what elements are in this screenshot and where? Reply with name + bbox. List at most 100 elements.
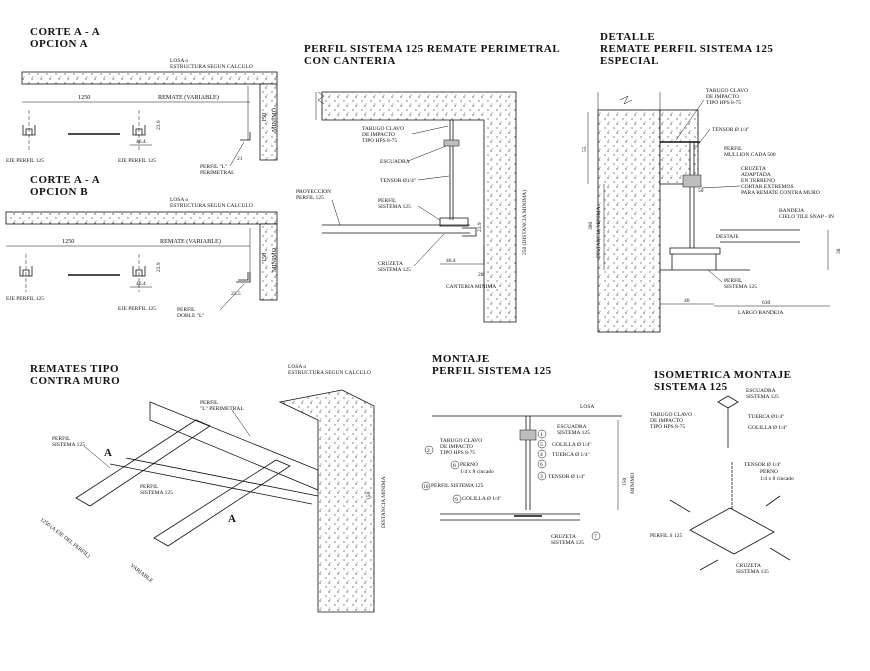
cruzeta-label: ADAPTADA: [741, 172, 771, 178]
dimension-1250: 1250: [62, 238, 74, 245]
callout-number: 5: [540, 442, 543, 448]
cortar-label: PARA REMATE CONTRA MURO: [741, 190, 820, 196]
leader-line: [331, 199, 341, 226]
dimension-55: 55: [582, 146, 588, 152]
dimension-46-4: 46.4: [136, 139, 146, 145]
losa-label: ESTRUCTURA SEGUN CALCULO: [170, 203, 253, 209]
tuerca-label: TUERCA Ø1/4": [748, 414, 784, 420]
break-line: [317, 91, 325, 105]
dimension-23-5: 23.5: [231, 291, 241, 297]
leader-line: [701, 185, 741, 189]
corte-b-title-line2: OPCION B: [30, 186, 88, 198]
eje-perfil-label: EJE PERFIL 125: [118, 158, 156, 164]
variable-label: VARIABLE: [129, 563, 155, 585]
wall-section: [597, 109, 661, 333]
eje-perfil-label: EJE PERFIL 125: [118, 306, 156, 312]
wall-section: [259, 83, 278, 161]
dimension-23-9: 23.9: [156, 262, 162, 272]
tarugo-label: TARUGO CLAVO: [362, 126, 404, 132]
dimension-150: 150: [261, 253, 268, 262]
eje-perfil-label: EJE PERFIL 125: [6, 296, 44, 302]
profile-arms: [669, 495, 791, 571]
perfil-label: SISTEMA 125: [724, 284, 757, 290]
perno-label: PERNO: [760, 469, 778, 475]
mullion-profile: [682, 174, 702, 188]
callout-number: 9: [455, 497, 458, 503]
perfil-l-label: PERFIL: [200, 400, 219, 406]
tuerca-label: TUERCA Ø 1/4": [552, 452, 590, 458]
perfil-label: SISTEMA 125: [378, 204, 411, 210]
perfil-label: PERFIL SISTEMA 125: [431, 483, 484, 489]
perfil-label: PERFIL S 125: [650, 533, 682, 539]
losa-label: LOSA o: [170, 58, 188, 64]
losa-label: LOSA o: [170, 197, 188, 203]
perno-label: PERNO: [460, 462, 478, 468]
tensor-label: TENSOR Ø 1/4": [712, 127, 749, 133]
dimension-21: 21: [237, 156, 243, 162]
montaje-title-line1: MONTAJE: [432, 353, 490, 365]
perfil-title-line1: PERFIL SISTEMA 125 REMATE PERIMETRAL: [304, 43, 560, 55]
tarugo-label: TARUGO CLAVO: [440, 438, 482, 444]
dimension-23-9: 23.9: [477, 222, 483, 232]
double-angle: [236, 272, 251, 283]
corte-a-opcion-a: CORTE A - A OPCION A LOSA o ESTRUCTURA S…: [6, 26, 278, 176]
dimension-50: 50: [698, 188, 704, 194]
remate-label: REMATE (VARIABLE): [158, 94, 219, 101]
cruzeta-label: CRUZETA: [741, 166, 766, 172]
corte-b-title-line1: CORTE A - A: [30, 174, 100, 186]
dimension-23-9: 23.9: [156, 120, 162, 130]
remates-title-line2: CONTRA MURO: [30, 375, 120, 387]
cruzeta-label: CRUZETA: [378, 261, 403, 267]
tarugo-label: TARUGO CLAVO: [650, 412, 692, 418]
cruzeta-label: SISTEMA 125: [551, 540, 584, 546]
leader-line: [411, 125, 449, 135]
detalle-title-line1: DETALLE: [600, 31, 655, 43]
ceiling-tile: [660, 229, 800, 271]
dimension-46-4: 46.4: [446, 258, 456, 264]
cruzeta-label: CRUZETA: [551, 534, 576, 540]
losa-label: ESTRUCTURA SEGUN CALCULO: [170, 64, 253, 70]
cross-profile: [109, 457, 319, 505]
tarugo-label: DE IMPACTO: [650, 418, 683, 424]
minimo-label: MINIMO: [271, 107, 278, 132]
leader-line: [417, 175, 450, 181]
remates-title-line1: REMATES TIPO: [30, 363, 119, 375]
dimension-38: 38: [836, 248, 842, 254]
callout-numbers: 2 5 4 6 3 8 10 9 7 1: [421, 429, 601, 541]
largo-bandeja-label: LARGO BANDEJA: [738, 310, 783, 316]
bandeja-label: CIELO TILE SNAP - IN: [779, 214, 834, 220]
callout-number: 2: [427, 448, 430, 454]
perfil-label: PERFIL: [140, 484, 159, 490]
perimeter-l-profile: [149, 401, 319, 491]
slab-section: [21, 71, 278, 85]
distancia-minima-label: DISTANCIA MINIMA: [596, 206, 602, 258]
perfil-l-label: "L" PERIMETRAL: [200, 406, 244, 412]
perfil-l-label: PERIMETRAL: [200, 170, 235, 176]
escuadra-label: ESCUADRA: [380, 159, 410, 165]
montaje-title-line2: PERFIL SISTEMA 125: [432, 365, 552, 377]
dimension-20: 20: [478, 272, 484, 278]
perfil-doble-label: PERFIL: [177, 307, 196, 313]
dimension-46-4: 46.4: [136, 281, 146, 287]
detalle-remate-especial: DETALLE REMATE PERFIL SISTEMA 125 ESPECI…: [582, 31, 842, 333]
dimension-150: 150: [261, 113, 268, 122]
minimo-label: MINIMO: [630, 473, 636, 494]
perfil-doble-label: DOBLE "L": [177, 313, 205, 319]
detalle-title-line3: ESPECIAL: [600, 55, 659, 67]
callout-number: 4: [540, 452, 543, 458]
perfil-label: SISTEMA 125: [140, 490, 173, 496]
break-line: [597, 92, 661, 110]
canteria-label: CANTERIA MINIMA: [446, 284, 496, 290]
dimension-1250: 1250 (A EJE DEL PERFIL): [39, 516, 92, 559]
iso-title-line2: SISTEMA 125: [654, 381, 728, 393]
losa-label: LOSA o: [288, 364, 306, 370]
golilla-label: GOLILLA Ø 1/4": [748, 425, 788, 431]
remates-contra-muro: REMATES TIPO CONTRA MURO LOSA o ESTRUCTU…: [30, 363, 387, 613]
tarugo-label: TIPO HPS 8-75: [440, 450, 475, 456]
perfil-title-line2: CON CANTERIA: [304, 55, 396, 67]
cortar-label: CORTAR EXTREMOS: [741, 184, 794, 190]
concrete-l-section: [321, 91, 517, 323]
perno-label: 1/4 x 8 cincado: [460, 469, 494, 475]
proyeccion-label: PROYECCION: [296, 189, 331, 195]
leader-line: [83, 445, 111, 469]
